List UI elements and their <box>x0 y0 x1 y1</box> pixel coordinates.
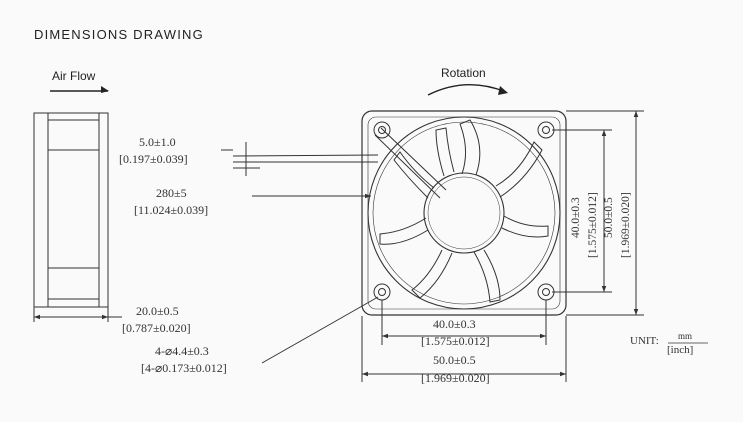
hole-dim-inch: [4-⌀0.173±0.012] <box>141 361 227 375</box>
frame-width-dim-inch: [1.969±0.020] <box>421 371 490 385</box>
hole-dim: 4-⌀4.4±0.3 <box>155 344 209 358</box>
unit-top: mm <box>678 331 693 341</box>
fan-front-view <box>261 110 567 364</box>
page-title: DIMENSIONS DRAWING <box>34 27 204 42</box>
hole-pitch-vertical-dim: 40.0±0.3 <box>570 197 582 238</box>
frame-height-dim-inch: [1.969±0.020] <box>620 192 632 258</box>
airflow-label: Air Flow <box>52 69 96 83</box>
frame-height-dim: 50.0±0.5 <box>603 197 615 238</box>
lead-strip-dim: 5.0±1.0 <box>139 135 176 149</box>
unit-label: UNIT: <box>630 335 659 347</box>
frame-width-dim: 50.0±0.5 <box>433 353 476 367</box>
lead-length-dim: 280±5 <box>156 186 187 200</box>
right-dimensions <box>552 110 644 316</box>
unit-bottom: [inch] <box>667 344 694 356</box>
thickness-dim-inch: [0.787±0.020] <box>122 321 191 335</box>
bottom-dimensions <box>361 300 567 382</box>
thickness-dim: 20.0±0.5 <box>136 304 179 318</box>
hole-pitch-horizontal-dim-inch: [1.575±0.012] <box>421 334 490 348</box>
fan-side-view <box>33 112 122 322</box>
lead-length-dim-inch: [11.024±0.039] <box>134 203 209 217</box>
airflow-arrow-icon <box>50 86 109 93</box>
hole-pitch-vertical-dim-inch: [1.575±0.012] <box>587 192 599 258</box>
rotation-arrow-icon <box>427 84 508 96</box>
rotation-label: Rotation <box>441 66 486 80</box>
hole-pitch-horizontal-dim: 40.0±0.3 <box>433 317 476 331</box>
lead-wire <box>221 142 379 199</box>
lead-strip-dim-inch: [0.197±0.039] <box>119 152 188 166</box>
